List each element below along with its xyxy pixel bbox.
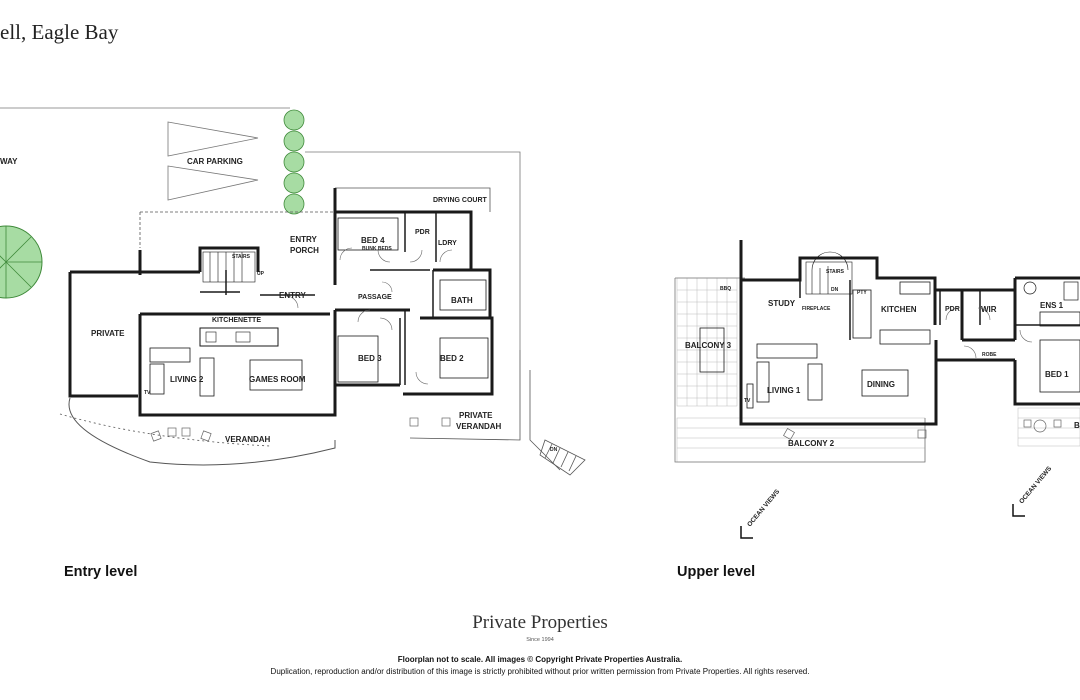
label-entry: ENTRY — [279, 291, 306, 300]
label-wir: WIR — [981, 305, 997, 314]
label-fireplace: FIREPLACE — [802, 306, 831, 312]
label-entry-porch-1: ENTRY — [290, 235, 317, 244]
label-bbq: BBQ — [720, 286, 731, 292]
upper-level-caption: Upper level — [677, 564, 756, 580]
label-living2: LIVING 2 — [170, 375, 204, 384]
label-robe: ROBE — [982, 352, 997, 358]
label-pdr-upper: PDR — [945, 306, 960, 313]
label-ocean-views-left: OCEAN VIEWS — [746, 488, 782, 528]
label-dining: DINING — [867, 380, 895, 389]
label-up: UP — [257, 271, 265, 277]
label-drying-court: DRYING COURT — [433, 197, 488, 204]
label-entry-porch-2: PORCH — [290, 246, 319, 255]
label-dn-upper: DN — [831, 287, 839, 293]
label-bath: BATH — [451, 296, 473, 305]
page-title: ell, Eagle Bay — [0, 20, 119, 44]
entry-level-caption: Entry level — [64, 564, 138, 580]
label-private-verandah-1: PRIVATE — [459, 411, 493, 420]
label-bed3: BED 3 — [358, 354, 382, 363]
brand-logo: Private Properties — [472, 612, 608, 633]
entry-level-plan: WAY CAR PARKING DRYING COURT BED 4 BUNK … — [0, 107, 586, 476]
label-tv-upper: TV — [744, 398, 751, 404]
label-tv: TV — [144, 390, 151, 396]
upper-level-plan: BBQ STAIRS DN STUDY FIREPLACE PTY KITCHE… — [674, 240, 1080, 539]
label-verandah: VERANDAH — [225, 435, 271, 444]
label-private-verandah-2: VERANDAH — [456, 422, 502, 431]
label-kitchen: KITCHEN — [881, 305, 917, 314]
label-bed2: BED 2 — [440, 354, 464, 363]
label-b: B — [1074, 421, 1080, 430]
floorplan-note: Floorplan not to scale. All images © Cop… — [397, 655, 683, 664]
label-bed1: BED 1 — [1045, 370, 1069, 379]
label-study: STUDY — [768, 299, 796, 308]
label-living1: LIVING 1 — [767, 386, 801, 395]
label-ens1: ENS 1 — [1040, 301, 1064, 310]
label-stairs-upper: STAIRS — [826, 269, 845, 275]
label-car-parking: CAR PARKING — [187, 157, 243, 166]
shrub-row-icon — [283, 109, 305, 215]
label-bunk-beds: BUNK BEDS — [362, 246, 392, 252]
label-bed4: BED 4 — [361, 236, 385, 245]
label-dn: DN — [550, 447, 558, 453]
label-balcony3: BALCONY 3 — [685, 341, 732, 350]
label-games-room: GAMES ROOM — [249, 375, 306, 384]
label-kitchenette: KITCHENETTE — [212, 317, 261, 324]
label-pty: PTY — [857, 290, 867, 296]
label-private: PRIVATE — [91, 329, 125, 338]
label-pdr: PDR — [415, 229, 430, 236]
label-stairs: STAIRS — [232, 254, 251, 260]
label-ocean-views-right: OCEAN VIEWS — [1018, 465, 1054, 505]
label-balcony2: BALCONY 2 — [788, 439, 835, 448]
brand-since: Since 1994 — [526, 637, 554, 643]
label-ldry: LDRY — [438, 240, 457, 247]
label-way: WAY — [0, 157, 18, 166]
copyright-note: Duplication, reproduction and/or distrib… — [270, 667, 810, 676]
label-passage: PASSAGE — [358, 294, 392, 301]
palm-tree-icon — [0, 225, 43, 299]
